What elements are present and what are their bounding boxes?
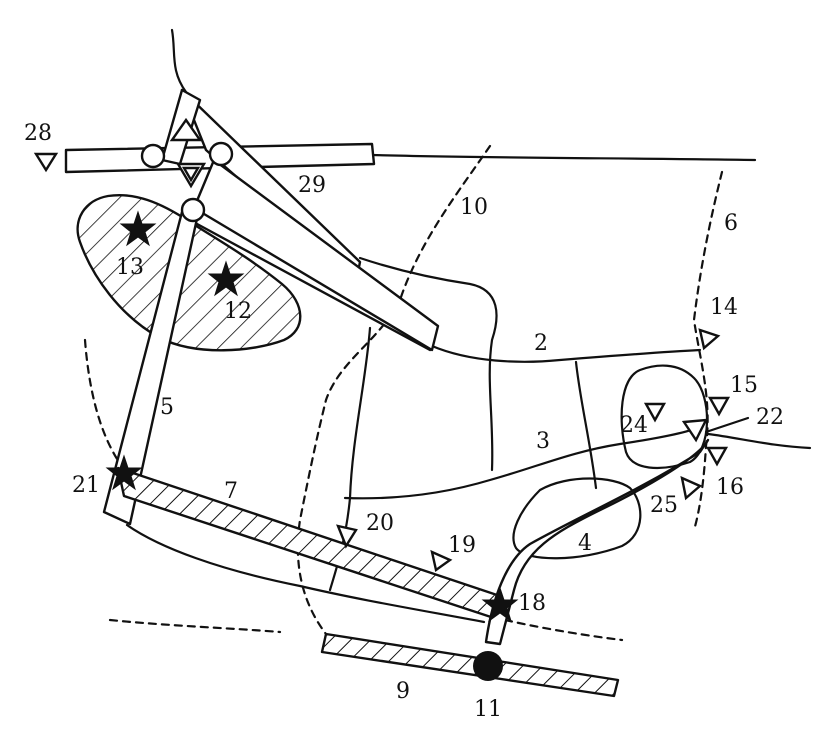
dashed-path-southeast [503,618,624,642]
dot-11 [473,651,503,681]
stream-2 [430,344,702,363]
marker-down-triangle-inner [181,166,201,183]
star-13 [119,210,157,247]
stream-3 [343,424,704,500]
marker-up-triangle [169,117,203,142]
marker-22 [681,418,709,443]
label-14: 14 [710,295,738,320]
marker-20 [336,524,358,549]
label-15: 15 [730,373,758,398]
label-21: 21 [72,473,100,498]
star-21 [105,454,143,491]
junction-node [208,141,234,167]
label-19: 19 [448,533,476,558]
marker-24 [643,402,667,423]
marker-15 [707,396,731,417]
label-6: 6 [724,211,738,236]
stream-east [706,432,812,450]
label-11: 11 [474,697,502,722]
star-12 [207,260,245,297]
road-4 [484,438,710,646]
road-9 [320,632,620,698]
pond-24 [620,364,709,469]
label-7: 7 [224,479,238,504]
label-28: 28 [24,121,52,146]
label-24: 24 [620,413,648,438]
label-18: 18 [518,591,546,616]
label-10: 10 [460,195,488,220]
leader-22 [704,416,750,434]
stream-top-right [370,153,757,162]
marker-25 [680,475,703,501]
junction-node [180,197,206,223]
marker-19 [430,549,453,573]
road-29-main [192,158,440,352]
label-13: 13 [116,255,144,280]
label-16: 16 [716,475,744,500]
label-5: 5 [160,395,174,420]
stream-south-west [125,523,486,624]
dashed-path-6 [692,170,724,532]
label-25: 25 [650,493,678,518]
label-3: 3 [536,429,550,454]
label-29: 29 [298,173,326,198]
dashed-path-south [108,618,282,634]
marker-28 [33,152,59,173]
stream-top-left [170,28,188,94]
label-20: 20 [366,511,394,536]
label-22: 22 [756,405,784,430]
junction-node [140,143,166,169]
label-4: 4 [578,531,592,556]
stream-mid-spine [358,256,498,472]
label-12: 12 [224,299,252,324]
marker-14 [698,328,721,351]
label-2: 2 [534,331,548,356]
stream-2-branch [574,360,598,490]
marker-16 [705,446,729,467]
star-18 [481,586,519,623]
pond-4 [512,477,642,560]
label-9: 9 [396,679,410,704]
